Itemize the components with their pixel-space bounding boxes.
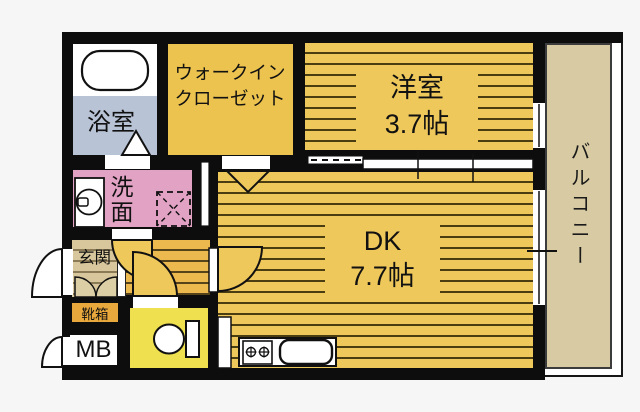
shoe-box-label: 靴箱: [81, 306, 109, 322]
entrance-label: 玄関: [78, 249, 111, 267]
bathroom-label: 浴室: [87, 109, 135, 136]
walk-in-closet-label: ウォークイン クローゼット: [166, 60, 294, 112]
walk-in-closet-label-line1: ウォークイン: [174, 62, 286, 83]
walk-in-closet: [168, 44, 293, 155]
toilet-room: [130, 308, 208, 368]
balcony-label: バルコニー: [567, 141, 589, 271]
hallway: [126, 240, 210, 295]
balcony-top-wall: [545, 32, 623, 43]
meter-box-label: MB: [75, 336, 112, 363]
washroom-label: 洗面: [107, 175, 133, 225]
dk-name: DK: [363, 226, 402, 256]
western-room-size: 3.7帖: [384, 109, 450, 139]
walk-in-closet-label-line2: クローゼット: [174, 88, 286, 109]
shoe-box: 靴箱: [72, 303, 118, 322]
bath-tub-area: [73, 44, 157, 96]
meter-box: MB: [70, 335, 117, 365]
dk-size: 7.7帖: [350, 261, 415, 291]
western-room-label: 洋室 3.7帖: [356, 70, 478, 142]
balcony: バルコニー: [545, 43, 612, 369]
entrance-step: [117, 240, 126, 297]
dk-label: DK 7.7帖: [325, 224, 440, 294]
kitchen-counter: [238, 337, 337, 367]
western-room-name: 洋室: [390, 73, 444, 103]
